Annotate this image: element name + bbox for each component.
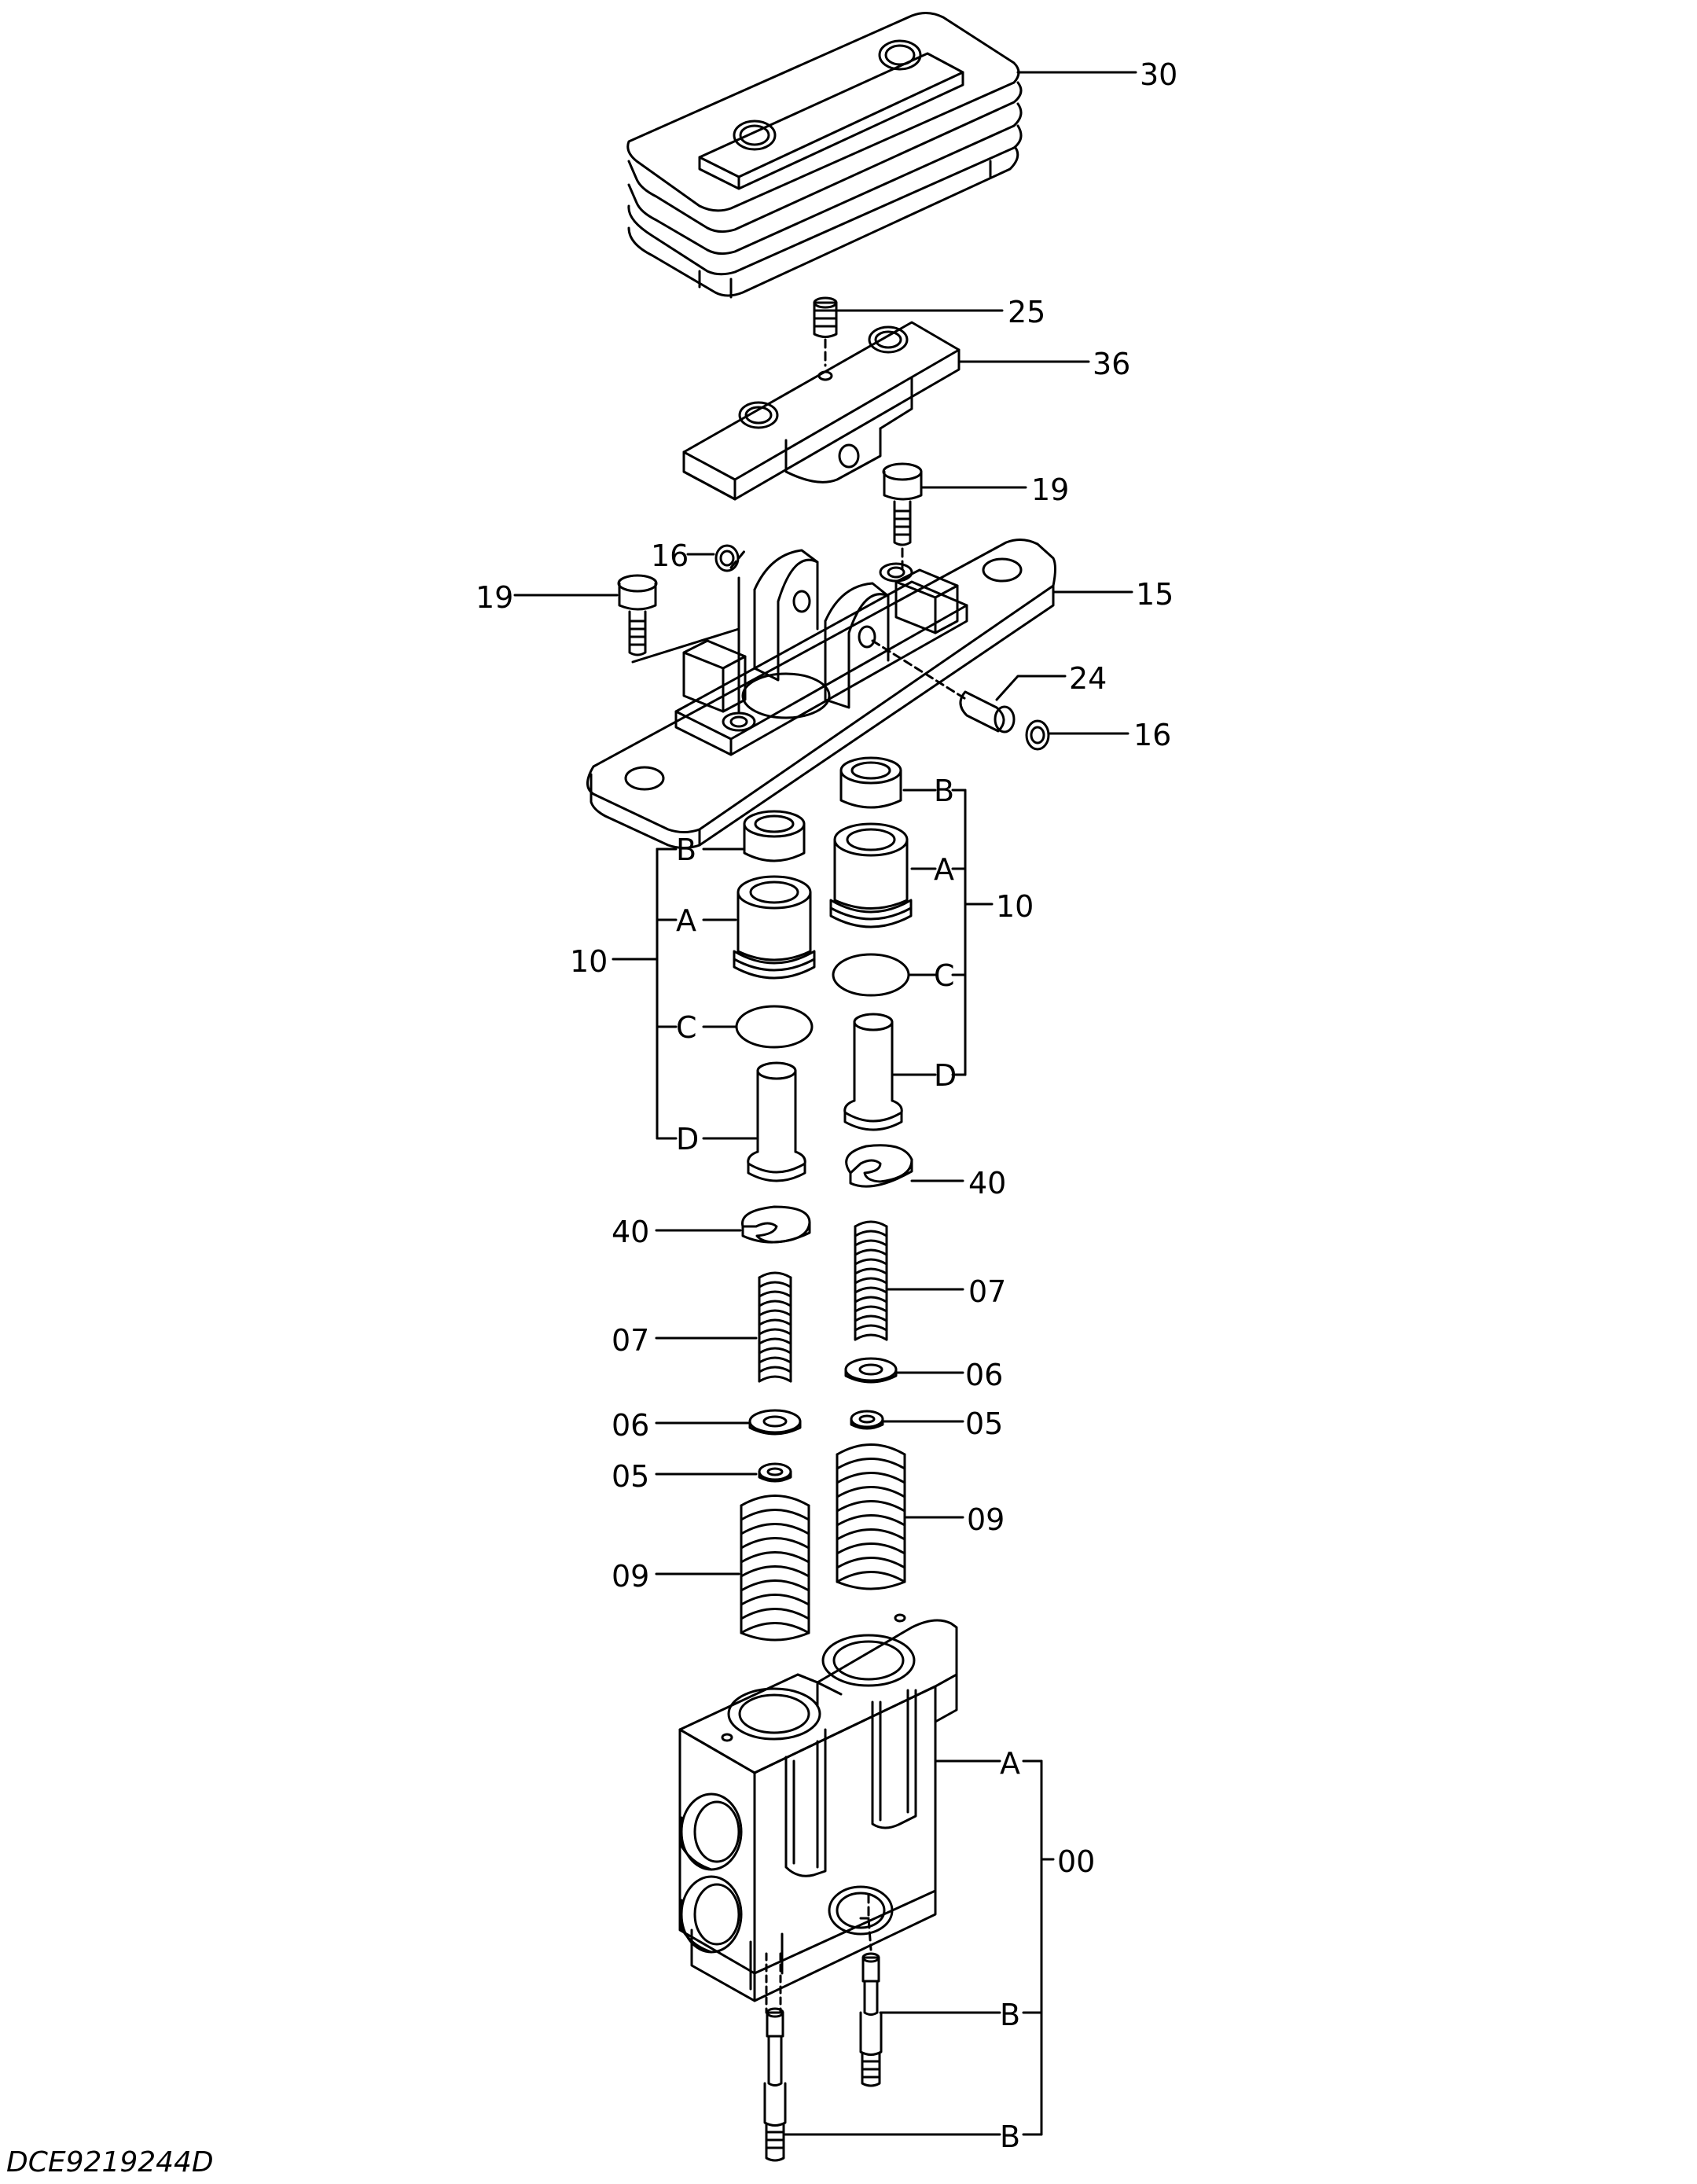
callout-05-left: 05 <box>612 1459 649 1494</box>
callout-00-B-lower: B <box>1000 2120 1020 2154</box>
part-05-seat-right <box>850 1410 884 1430</box>
callout-40-left: 40 <box>612 1215 649 1249</box>
part-09-spring-right <box>836 1443 906 1590</box>
callout-16-top: 16 <box>651 539 689 573</box>
callout-36: 36 <box>1093 347 1130 381</box>
callout-09-left: 09 <box>612 1559 649 1594</box>
callout-10-right-C: C <box>934 958 955 993</box>
callout-19-left: 19 <box>476 580 513 615</box>
callout-30: 30 <box>1140 57 1177 92</box>
callout-10-right: 10 <box>996 889 1034 924</box>
part-19-cap-screw-right <box>882 462 923 575</box>
callout-09-right: 09 <box>967 1502 1005 1537</box>
part-10-plunger-left <box>733 810 816 1182</box>
part-05-seat-left <box>758 1462 792 1483</box>
callout-10-left-C: C <box>676 1010 697 1045</box>
callout-10-left-B: B <box>676 833 696 867</box>
callout-25: 25 <box>1008 295 1045 329</box>
callout-00-B-upper: B <box>1000 1998 1020 2032</box>
part-10-plunger-right <box>829 756 913 1131</box>
callout-07-left: 07 <box>612 1323 649 1358</box>
callout-00: 00 <box>1057 1844 1095 1879</box>
bracket-10-left <box>612 847 758 1140</box>
callout-40-right: 40 <box>968 1166 1006 1200</box>
part-40-washer-right <box>845 1144 913 1188</box>
part-00-valve-body <box>678 1613 958 2014</box>
part-19-cap-screw-left <box>617 574 658 656</box>
callout-06-right: 06 <box>965 1358 1003 1392</box>
callout-19-right: 19 <box>1031 472 1069 507</box>
callout-10-right-A: A <box>934 852 954 887</box>
callout-10-left-D: D <box>676 1122 699 1156</box>
bracket-10-right <box>892 789 994 1076</box>
callout-10-left: 10 <box>570 944 608 979</box>
part-00-B-spool-left <box>763 2007 787 2162</box>
part-09-spring-left <box>740 1495 810 1642</box>
callout-05-right: 05 <box>965 1406 1003 1441</box>
callout-16-right: 16 <box>1133 718 1171 752</box>
part-36-cam-plate <box>682 321 961 501</box>
part-16-ring-right <box>1025 719 1050 751</box>
callout-06-left: 06 <box>612 1408 649 1443</box>
callout-15: 15 <box>1136 577 1174 612</box>
callout-10-left-A: A <box>676 903 696 938</box>
part-25-set-screw <box>813 296 838 367</box>
part-30-boot-cover <box>626 12 1023 299</box>
part-24-pin <box>871 639 1016 734</box>
part-07-spring-left <box>758 1271 792 1383</box>
callout-07-right: 07 <box>968 1274 1006 1309</box>
callout-10-right-B: B <box>934 774 954 808</box>
callout-10-right-D: D <box>934 1058 957 1093</box>
callout-00-A: A <box>1000 1746 1020 1781</box>
callout-24: 24 <box>1069 661 1107 696</box>
part-06-washer-left <box>748 1409 802 1436</box>
bracket-00 <box>784 1759 1055 2136</box>
part-16-ring-top <box>714 544 740 572</box>
part-07-spring-right <box>854 1220 888 1341</box>
part-00-B-spool-right <box>859 1952 883 2087</box>
leader-24 <box>995 675 1067 701</box>
part-40-washer-left <box>741 1205 811 1244</box>
document-code: DCE9219244D <box>6 2146 214 2178</box>
part-15-plate <box>586 539 1056 849</box>
part-06-washer-right <box>844 1357 898 1384</box>
